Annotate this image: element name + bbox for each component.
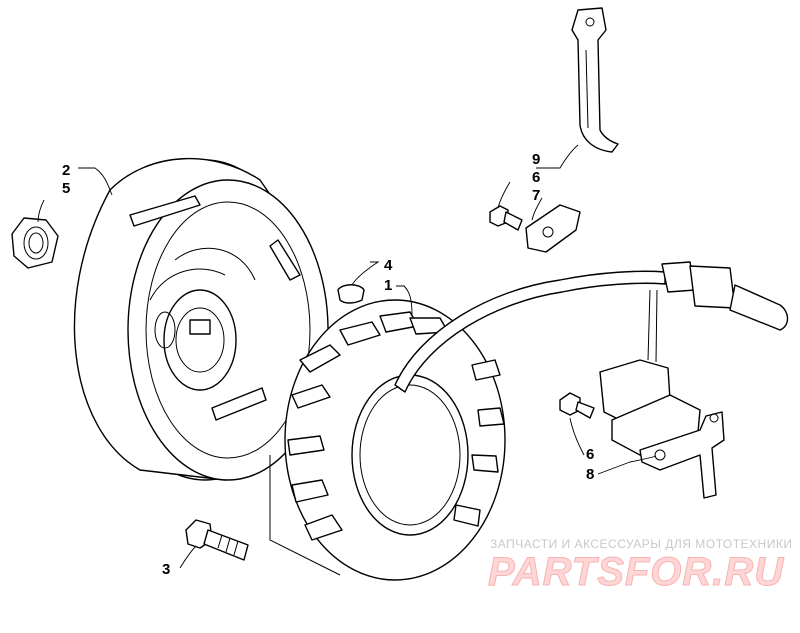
callout-1: 1 [384,277,392,294]
watermark-logo: PARTSFOR.RU [487,550,785,595]
stator-part [269,299,506,581]
bolt-part [185,519,249,561]
flywheel-part [73,158,329,481]
nut-part [11,217,59,269]
key-part [337,284,365,304]
callout-7: 7 [532,187,540,204]
callout-2: 2 [62,162,70,179]
strap-part [571,7,619,153]
regulator-part [599,359,725,499]
callout-6-top: 6 [532,169,540,186]
callout-9: 9 [532,151,540,168]
watermark-tagline: ЗАПЧАСТИ И АКСЕССУАРЫ ДЛЯ МОТОТЕХНИКИ [490,537,793,551]
small-bolt-top-part [489,205,523,231]
callout-5: 5 [62,180,70,197]
leader-lines [37,144,657,569]
callout-6-bottom: 6 [586,446,594,463]
callout-4: 4 [384,257,393,274]
callout-8: 8 [586,466,594,483]
callout-labels: 2 5 4 1 3 9 6 7 6 8 [62,151,594,578]
bracket-plate-part [525,204,581,253]
small-bolt-bottom-part [559,392,595,419]
wiring-harness [394,261,789,393]
callout-3: 3 [162,561,170,578]
